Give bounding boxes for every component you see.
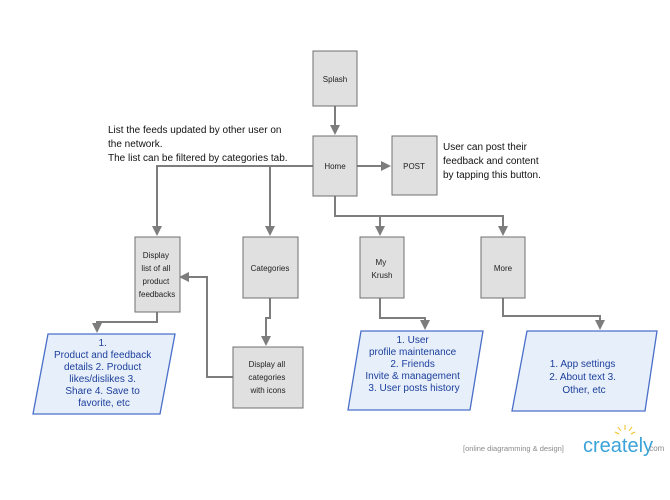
node-post-line: POST bbox=[403, 162, 425, 171]
node-display-list-line: Display bbox=[143, 251, 169, 260]
node-display-categories-label: Display all categories with icons bbox=[248, 360, 287, 395]
detail-feedback-line: details 2. Product bbox=[64, 362, 141, 373]
node-post: POST bbox=[391, 135, 438, 196]
branding-name: creately bbox=[583, 435, 653, 457]
detail-user-line: Invite & management bbox=[365, 371, 460, 382]
note-post-line: User can post their bbox=[443, 142, 528, 153]
node-more-line: More bbox=[494, 264, 513, 273]
node-display-list-line: product bbox=[143, 277, 170, 286]
note-post: User can post their feedback and content… bbox=[443, 142, 541, 181]
branding-tagline: [online diagramming & design] bbox=[463, 444, 564, 453]
detail-feedback: 1. Product and feedback details 2. Produ… bbox=[32, 333, 176, 415]
detail-settings-label: 1. App settings 2. About text 3. Other, … bbox=[549, 359, 619, 396]
detail-user-label: 1. User profile maintenance 2. Friends I… bbox=[365, 335, 462, 394]
detail-feedback-line: likes/dislikes 3. bbox=[69, 374, 136, 385]
edge-display-categories-display-list bbox=[179, 272, 233, 378]
node-categories: Categories bbox=[242, 236, 299, 299]
note-post-line: by tapping this button. bbox=[443, 170, 541, 181]
connectors bbox=[92, 106, 605, 378]
note-feeds-line: List the feeds updated by other user on bbox=[108, 125, 281, 136]
creately-branding: [online diagramming & design] creately .… bbox=[463, 425, 665, 457]
node-splash: Splash bbox=[312, 50, 358, 107]
detail-settings: 1. App settings 2. About text 3. Other, … bbox=[511, 330, 658, 412]
edge-display-list-feedback bbox=[92, 312, 158, 333]
detail-settings-line: 2. About text 3. bbox=[549, 372, 616, 383]
node-splash-line: Splash bbox=[323, 75, 347, 84]
detail-user-line: 1. User bbox=[396, 335, 429, 346]
detail-feedback-label: 1. Product and feedback details 2. Produ… bbox=[54, 338, 154, 409]
node-home: Home bbox=[312, 135, 358, 197]
node-display-list-line: feedbacks bbox=[139, 290, 175, 299]
node-home-label: Home bbox=[324, 162, 346, 171]
note-feeds-line: the network. bbox=[108, 139, 162, 150]
edge-home-branches bbox=[334, 196, 508, 236]
edge-more-settings bbox=[502, 298, 605, 330]
node-categories-line: Categories bbox=[251, 264, 290, 273]
node-display-categories-line: categories bbox=[248, 373, 285, 382]
node-splash-label: Splash bbox=[323, 75, 347, 84]
node-home-line: Home bbox=[324, 162, 346, 171]
detail-feedback-line: 1. bbox=[98, 338, 106, 349]
node-my-krush: My Krush bbox=[359, 236, 405, 299]
detail-feedback-line: Share 4. Save to bbox=[65, 386, 140, 397]
node-my-krush-line: Krush bbox=[372, 271, 393, 280]
branding-suffix: .com bbox=[647, 444, 665, 453]
node-display-categories-line: Display all bbox=[249, 360, 286, 369]
node-more-label: More bbox=[494, 264, 513, 273]
edge-categories-display-categories bbox=[261, 298, 271, 346]
note-feeds-line: The list can be filtered by categories t… bbox=[108, 153, 288, 164]
detail-user-line: 3. User posts history bbox=[368, 383, 459, 394]
node-more: More bbox=[480, 236, 526, 299]
detail-user-line: profile maintenance bbox=[369, 347, 457, 358]
detail-user: 1. User profile maintenance 2. Friends I… bbox=[347, 330, 484, 411]
node-display-list-label: Display list of all product feedbacks bbox=[139, 251, 175, 299]
node-my-krush-line: My bbox=[376, 258, 387, 267]
edge-home-display-list bbox=[152, 165, 313, 236]
detail-feedback-line: favorite, etc bbox=[78, 398, 130, 409]
node-display-categories: Display all categories with icons bbox=[232, 346, 304, 409]
node-display-list: Display list of all product feedbacks bbox=[134, 236, 181, 313]
detail-feedback-line: Product and feedback bbox=[54, 350, 152, 361]
note-feeds: List the feeds updated by other user on … bbox=[108, 125, 288, 164]
sun-icon bbox=[614, 425, 636, 435]
node-categories-label: Categories bbox=[251, 264, 290, 273]
node-post-label: POST bbox=[403, 162, 425, 171]
detail-user-line: 2. Friends bbox=[390, 359, 434, 370]
edge-my-krush-user bbox=[379, 298, 430, 330]
detail-settings-line: 1. App settings bbox=[550, 359, 616, 370]
note-post-line: feedback and content bbox=[443, 156, 539, 167]
node-my-krush-label: My Krush bbox=[372, 258, 393, 280]
detail-settings-line: Other, etc bbox=[562, 385, 605, 396]
node-display-categories-line: with icons bbox=[249, 386, 285, 395]
node-display-list-line: list of all bbox=[141, 264, 170, 273]
